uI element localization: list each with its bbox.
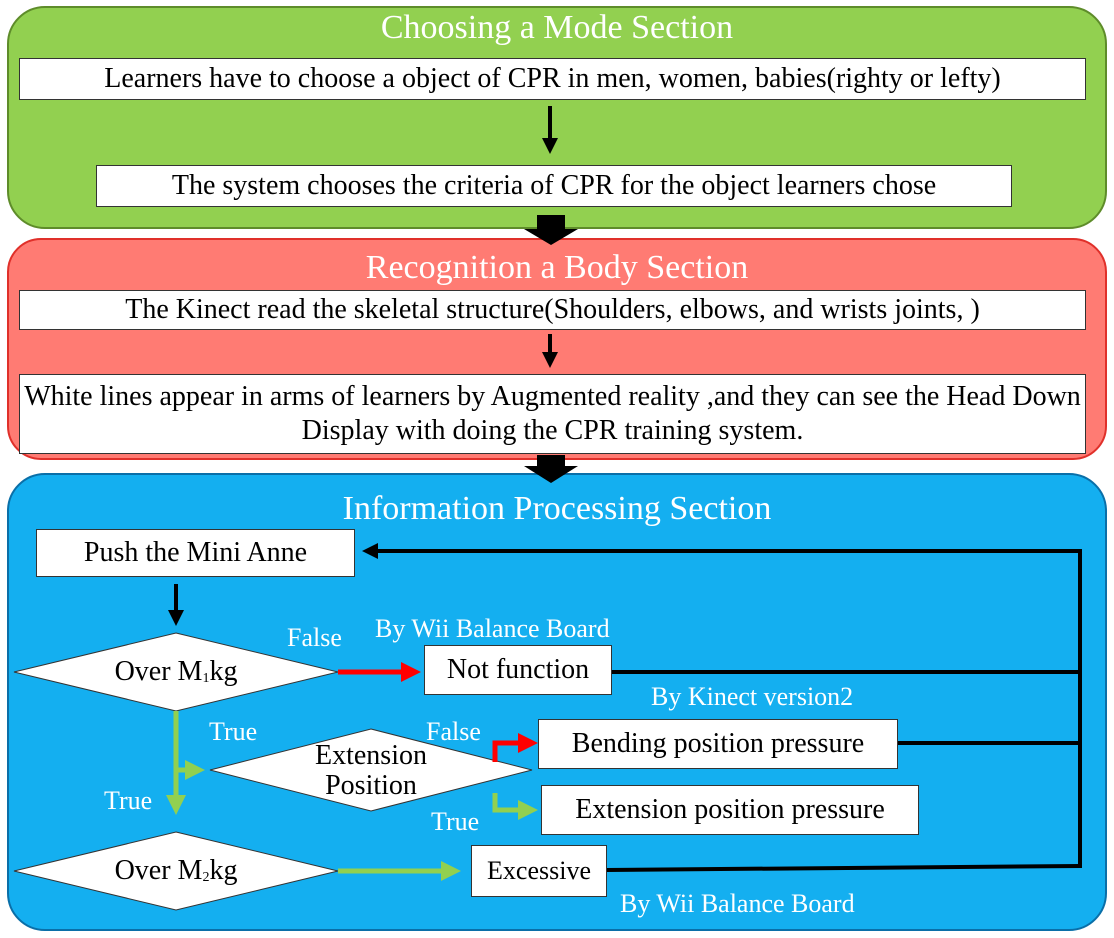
by-kinect-label: By Kinect version2	[651, 682, 854, 711]
over-m1-text: Over M1kg	[114, 656, 238, 687]
extension-false-arrow	[492, 733, 538, 762]
not-function-box: Not function	[424, 645, 612, 695]
extension-position-diamond	[209, 728, 533, 812]
processing-section-title: Information Processing Section	[342, 490, 772, 527]
false-label-extension: False	[426, 717, 481, 746]
over-m2-text: Over M2kg	[114, 855, 238, 886]
excessive-return-line	[606, 864, 1081, 872]
system-criteria-box: The system chooses the criteria of CPR f…	[96, 165, 1012, 207]
block-arrow-2	[524, 455, 578, 483]
extension-pressure-box: Extension position pressure	[541, 785, 919, 835]
recognition-section-title: Recognition a Body Section	[365, 249, 749, 286]
push-mini-anne-box: Push the Mini Anne	[36, 529, 355, 577]
mode-section-title: Choosing a Mode Section	[380, 9, 734, 46]
over-m2-diamond	[13, 831, 339, 911]
extension-position-text: Extension Position	[315, 740, 427, 801]
true-label-extension: True	[431, 807, 480, 836]
block-arrow-1	[524, 215, 578, 245]
ar-white-lines-box: White lines appear in arms of learners b…	[19, 374, 1086, 454]
by-wii-label-1: By Wii Balance Board	[375, 614, 610, 643]
excessive-box: Excessive	[471, 845, 607, 897]
extension-true-arrow	[492, 793, 538, 820]
false-label-m1: False	[287, 623, 342, 652]
bending-pressure-box: Bending position pressure	[538, 719, 898, 769]
true-label-down: True	[104, 786, 153, 815]
by-wii-label-2: By Wii Balance Board	[620, 889, 855, 918]
true-label-m1: True	[209, 717, 258, 746]
kinect-skeleton-box: The Kinect read the skeletal structure(S…	[19, 290, 1086, 330]
choose-object-box: Learners have to choose a object of CPR …	[19, 58, 1086, 100]
